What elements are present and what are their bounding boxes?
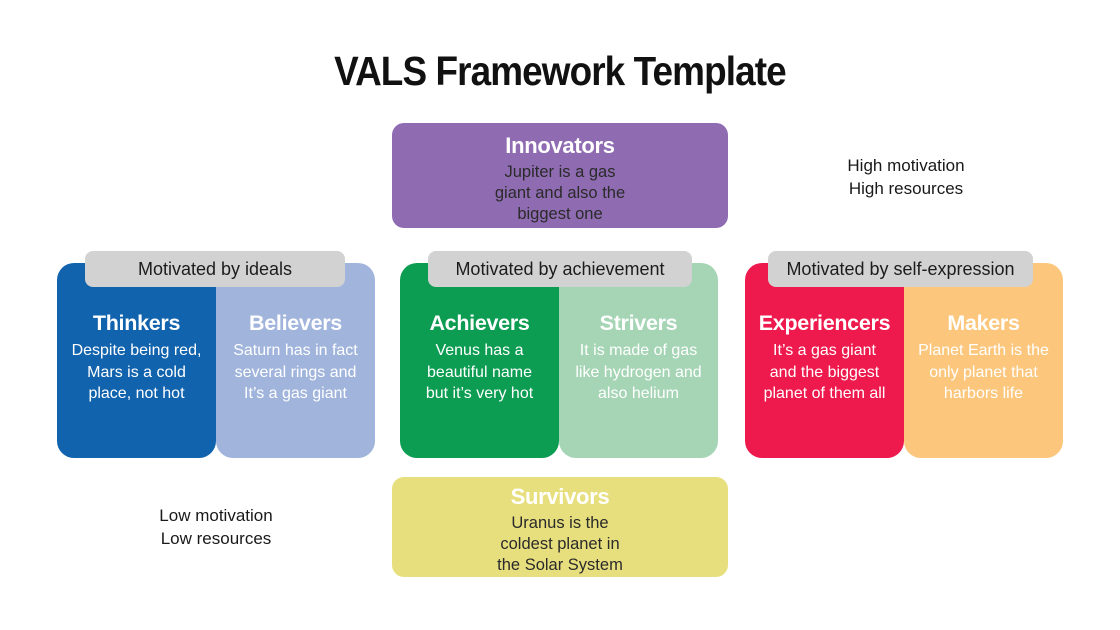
thinkers-card: Thinkers Despite being red, Mars is a co…: [57, 263, 216, 458]
low-motivation-label: Low motivation Low resources: [159, 506, 273, 548]
makers-body: Planet Earth is the only planet that har…: [918, 342, 1049, 402]
strivers-heading: Strivers: [599, 311, 678, 335]
strivers-body: It is made of gas like hydrogen and also…: [575, 342, 702, 402]
makers-card: Makers Planet Earth is the only planet t…: [904, 263, 1063, 458]
achievers-heading: Achievers: [429, 311, 530, 335]
believers-body: Saturn has in fact several rings and It’…: [233, 342, 358, 402]
survivors-heading: Survivors: [510, 484, 610, 509]
innovators-body: Jupiter is a gas giant and also the bigg…: [494, 163, 626, 223]
believers-card: Believers Saturn has in fact several rin…: [216, 263, 375, 458]
group-label-self-expression: Motivated by self-expression: [768, 251, 1033, 287]
thinkers-body: Despite being red, Mars is a cold place,…: [71, 342, 202, 402]
page-title: VALS Framework Template: [0, 48, 1120, 95]
believers-heading: Believers: [249, 311, 342, 335]
survivors-box: Survivors Uranus is the coldest planet i…: [392, 477, 728, 577]
page-title-text: VALS Framework Template: [334, 48, 787, 94]
experiencers-heading: Experiencers: [758, 311, 891, 335]
thinkers-heading: Thinkers: [92, 311, 181, 335]
survivors-body: Uranus is the coldest planet in the Sola…: [497, 514, 623, 574]
group-label-ideals: Motivated by ideals: [85, 251, 345, 287]
achievers-body: Venus has a beautiful name but it’s very…: [425, 342, 534, 402]
innovators-box: Innovators Jupiter is a gas giant and al…: [392, 123, 728, 228]
high-motivation-label: High motivation High resources: [847, 156, 965, 198]
achievers-card: Achievers Venus has a beautiful name but…: [400, 263, 559, 458]
experiencers-body: It’s a gas giant and the biggest planet …: [763, 342, 886, 402]
experiencers-card: Experiencers It’s a gas giant and the bi…: [745, 263, 904, 458]
group-label-achievement: Motivated by achievement: [428, 251, 692, 287]
innovators-heading: Innovators: [505, 133, 615, 158]
makers-heading: Makers: [947, 311, 1020, 335]
strivers-card: Strivers It is made of gas like hydrogen…: [559, 263, 718, 458]
